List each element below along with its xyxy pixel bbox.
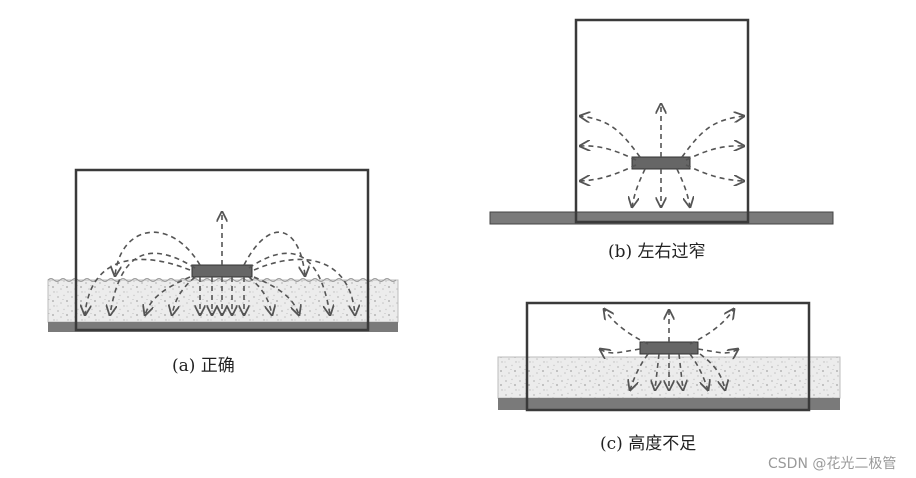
panel-a-substrate [48,322,398,332]
panel-c-substrate [498,398,840,410]
panel-a-chip [191,264,253,278]
panel-c-field-arrows [600,309,738,390]
panel-a-filler-layer [47,279,399,323]
panel-b-field-arrows [580,104,744,207]
panel-a-enclosure [74,168,370,332]
panel-a-field-arrows [85,212,355,315]
panel-b: (b) 左右过窄 [489,18,834,262]
panel-c: (c) 高度不足 [497,301,841,454]
panel-b-chip [631,156,691,170]
panel-c-enclosure [525,301,811,412]
panel-c-chip [639,341,699,355]
caption-b: (b) 左右过窄 [608,242,706,262]
watermark-text: CSDN @花光二极管 [768,456,896,472]
panel-b-enclosure [574,18,750,224]
panel-a: (a) 正确 [47,168,399,376]
caption-a: (a) 正确 [172,356,235,376]
caption-c: (c) 高度不足 [600,434,696,454]
